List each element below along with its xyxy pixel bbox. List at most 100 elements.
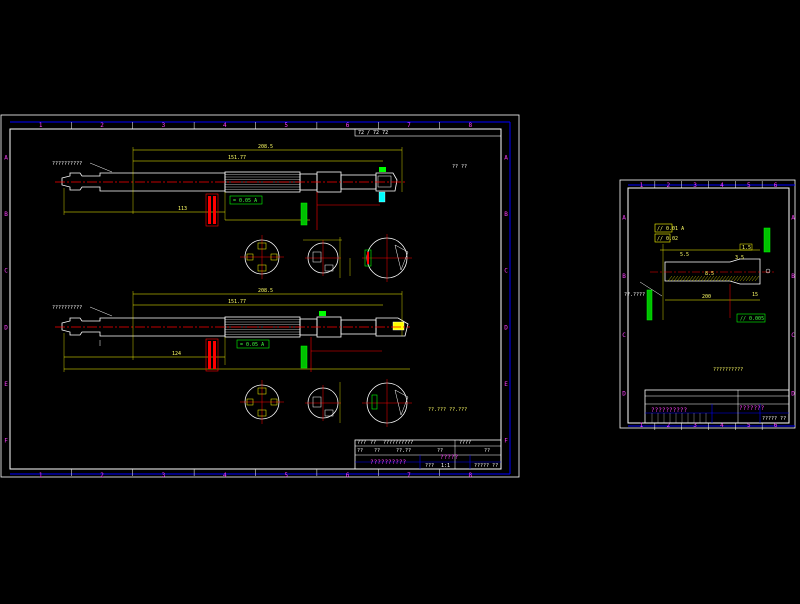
zone-col-label: 2: [100, 472, 104, 479]
shaft-view-2: ?????????? 208.5 151.77 124: [52, 288, 410, 372]
zone-col-label: 2: [100, 122, 104, 129]
zone-col-label: 1: [39, 122, 43, 129]
title-header-4: ????: [459, 440, 471, 446]
title-header-3: ??????????: [383, 440, 413, 446]
title-row2-2: ??: [374, 448, 380, 454]
view2-section-views: ??.??? ??.???: [240, 379, 467, 427]
zone-col-label: 4: [720, 422, 724, 429]
zone-col-label: 3: [162, 472, 166, 479]
detail-part-name: ???????: [739, 405, 765, 412]
zone-row-label: B: [791, 273, 795, 280]
view2-dim-low: 124: [172, 351, 181, 357]
view1-tolerance-stack: [205, 193, 219, 227]
view1-marker-bottom: [378, 191, 386, 203]
zone-col-label: 3: [693, 422, 697, 429]
zone-col-label: 7: [407, 122, 411, 129]
view1-leader: [89, 162, 113, 173]
view2-dim-total: 208.5: [258, 288, 273, 294]
view1-end-bore: [377, 175, 392, 188]
view1-marker-top: [379, 167, 386, 172]
view1-datum-marker: [300, 202, 308, 226]
view1-label: ??????????: [52, 161, 82, 167]
zone-col-label: 2: [666, 182, 670, 189]
zone-col-label: 7: [407, 472, 411, 479]
zone-row-label: F: [504, 438, 508, 445]
zone-col-label: 6: [774, 422, 778, 429]
detail-part-outline: [664, 258, 761, 285]
detail-section-label: ??????????: [713, 367, 743, 373]
detail-leader-note: ??.????: [624, 292, 645, 298]
zone-row-label: D: [791, 391, 795, 398]
view1-side-note: ?? ??: [452, 164, 467, 170]
detail-tol1: // 0.01 A: [657, 226, 684, 232]
zone-row-label: B: [4, 211, 8, 218]
view1-tolerance-frame: [229, 195, 263, 205]
zone-row-label: D: [4, 324, 8, 331]
title-header-1: ???: [357, 440, 366, 446]
main-title-block[interactable]: ??? ?? ?????????? ???? ?? ?? ??.?? ?? ??…: [354, 439, 502, 470]
zone-row-label: A: [622, 214, 626, 221]
view2-dim-mid: 151.77: [228, 299, 246, 305]
view1-spline-teeth: [225, 174, 300, 190]
detail-title-frame: [644, 389, 790, 424]
title-block-frame: [354, 439, 502, 470]
zone-col-label: 5: [747, 422, 751, 429]
zone-row-label: A: [791, 214, 795, 221]
detail-dim-1: 5.5: [680, 252, 689, 258]
zone-col-label: 4: [223, 122, 227, 129]
zone-col-label: 6: [346, 472, 350, 479]
title-scale: 1:1: [441, 463, 450, 469]
view1-tolerance-text: = 0.05 A: [233, 198, 257, 204]
zone-col-label: 2: [666, 422, 670, 429]
main-top-note-box: [354, 128, 502, 137]
shaft-view-1: ?????????? 208.5 151.77 113: [52, 144, 467, 230]
zone-col-label: 1: [39, 472, 43, 479]
part-name: ?????: [440, 454, 458, 461]
zone-col-label: 5: [747, 182, 751, 189]
zone-col-label: 8: [469, 122, 473, 129]
title-row2-6: ??: [484, 448, 490, 454]
company-name: ????? ??: [474, 463, 498, 469]
detail-dim-2: 1.5: [742, 245, 751, 251]
detail-title-grid: [651, 413, 707, 423]
title-row2-5: ??: [437, 448, 443, 454]
view1-dim-low: 113: [178, 206, 187, 212]
zone-row-label: D: [622, 391, 626, 398]
view2-note: ??.??? ??.???: [428, 407, 467, 413]
zone-row-label: C: [791, 332, 795, 339]
title-row2-3: ??.??: [396, 448, 411, 454]
detail-company: ????? ??: [762, 416, 786, 422]
main-sheet-outer-frame: [0, 114, 520, 478]
zone-row-label: F: [4, 438, 8, 445]
view1-section-views: [240, 234, 412, 282]
detail-dim-3: 8.5: [705, 271, 714, 277]
zone-row-label: C: [4, 268, 8, 275]
detail-dim-5: 15: [752, 292, 758, 298]
view1-dim-mid: 151.77: [228, 155, 246, 161]
zone-col-label: 4: [720, 182, 724, 189]
zone-row-label: C: [622, 332, 626, 339]
detail-part-view: // 0.01 A // 0.02 5.5 1.5 8.5 3.5 15 200…: [624, 223, 775, 373]
zone-row-label: C: [504, 268, 508, 275]
title-row2-1: ??: [357, 448, 363, 454]
detail-section-hatch: [667, 275, 760, 282]
zone-col-label: 5: [284, 122, 288, 129]
zone-row-label: B: [504, 211, 508, 218]
zone-col-label: 3: [162, 122, 166, 129]
detail-marker-left: [646, 289, 653, 321]
zone-col-label: 4: [223, 472, 227, 479]
title-approve: ???: [425, 463, 434, 469]
zone-col-label: 6: [346, 122, 350, 129]
detail-drawing-title: ??????????: [651, 407, 688, 414]
view1-dim-total: 208.5: [258, 144, 273, 150]
zone-col-label: 3: [693, 182, 697, 189]
zone-col-label: 8: [469, 472, 473, 479]
detail-title-block[interactable]: ?????????? ??????? ????? ??: [644, 389, 790, 424]
view2-label: ??????????: [52, 305, 82, 311]
detail-marker-right: [763, 227, 771, 253]
